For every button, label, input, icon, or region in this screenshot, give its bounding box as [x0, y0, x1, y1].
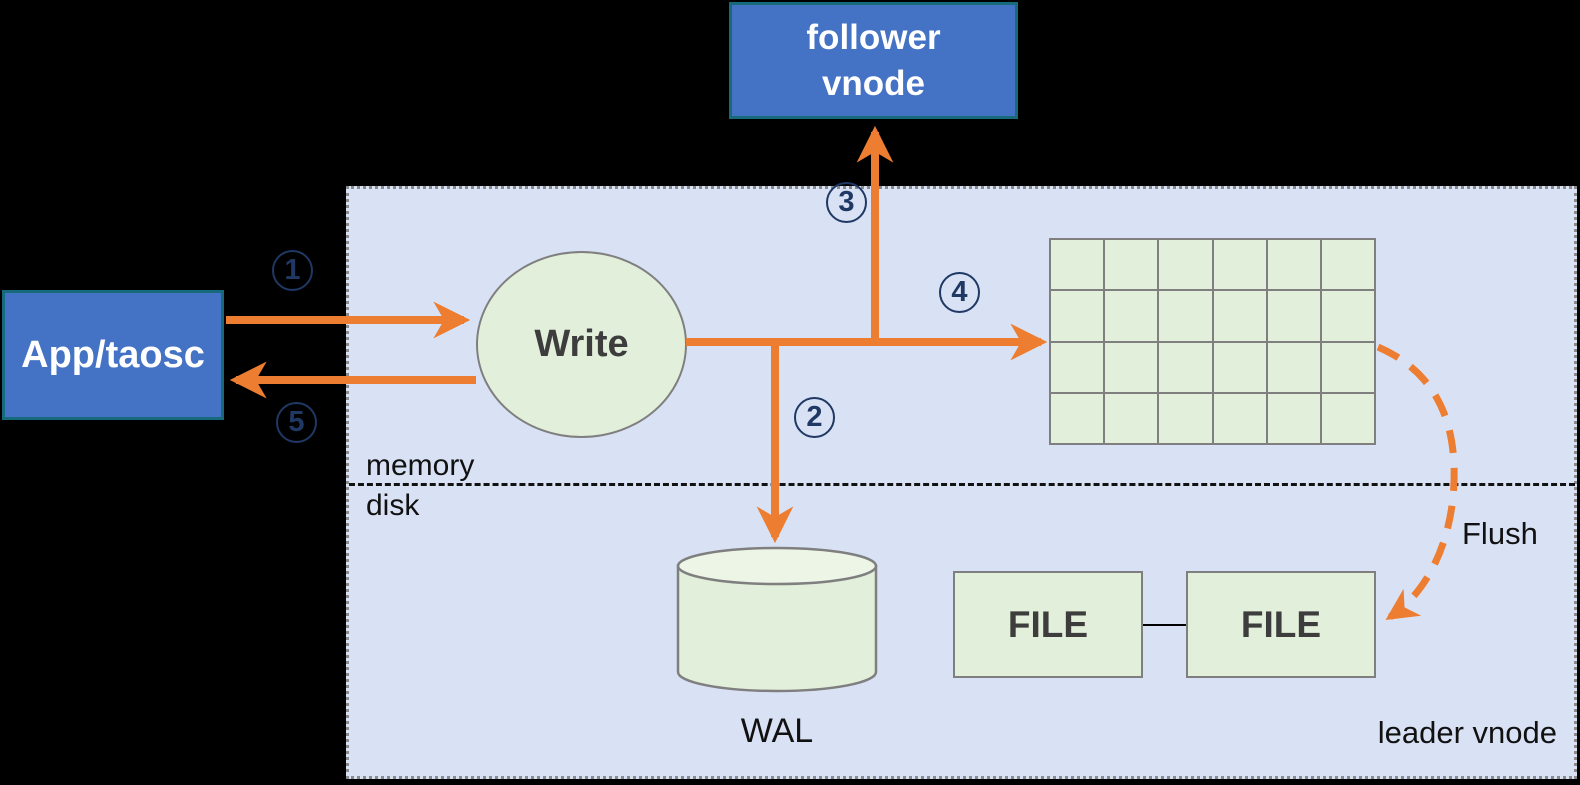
flush-label: Flush	[1462, 516, 1538, 551]
wal-cylinder-body	[676, 564, 878, 693]
wal-cylinder-top	[676, 546, 878, 586]
leader-vnode-label: leader vnode	[1377, 715, 1557, 750]
grid-cell	[1159, 342, 1212, 392]
grid-cell	[1105, 291, 1158, 341]
step-badge-2: 2	[794, 397, 835, 438]
disk-label: disk	[366, 489, 420, 522]
wal-cylinder	[676, 546, 878, 693]
app-taosc-box: App/taosc	[2, 290, 224, 420]
step-badge-5: 5	[276, 402, 317, 443]
step-badge-3: 3	[826, 182, 867, 223]
file-box-left: FILE	[953, 571, 1143, 678]
write-label: Write	[534, 323, 629, 365]
grid-cell	[1105, 393, 1158, 443]
memory-disk-divider	[349, 483, 1575, 486]
grid-cell	[1213, 291, 1266, 341]
file-left-label: FILE	[1007, 603, 1089, 645]
grid-cell	[1267, 291, 1320, 341]
follower-vnode-label-line2: vnode	[821, 63, 926, 103]
grid-cell	[1267, 342, 1320, 392]
grid-cell	[1051, 291, 1104, 341]
grid-cell	[1321, 240, 1374, 290]
follower-vnode-label-line1: follower	[806, 18, 941, 57]
grid-cell	[1213, 342, 1266, 392]
step-badge-4: 4	[939, 272, 980, 313]
grid-cell	[1051, 393, 1104, 443]
grid-cell	[1213, 240, 1266, 290]
grid-cell	[1267, 393, 1320, 443]
grid-cell	[1159, 393, 1212, 443]
mem-grid	[1049, 238, 1376, 445]
grid-cell	[1105, 342, 1158, 392]
grid-cell	[1321, 393, 1374, 443]
grid-cell	[1105, 240, 1158, 290]
app-taosc-label: App/taosc	[21, 333, 205, 376]
memory-label: memory	[366, 449, 475, 482]
file-box-right: FILE	[1186, 571, 1376, 678]
file-right-label: FILE	[1240, 603, 1322, 645]
grid-cell	[1051, 240, 1104, 290]
step-badge-1: 1	[272, 250, 313, 291]
follower-vnode-box: follower vnode	[729, 2, 1018, 119]
grid-cell	[1159, 240, 1212, 290]
grid-cell	[1321, 342, 1374, 392]
wal-label: WAL	[740, 712, 814, 750]
grid-cell	[1213, 393, 1266, 443]
file-connector-line	[1143, 624, 1186, 626]
write-node: Write	[476, 251, 687, 438]
grid-cell	[1267, 240, 1320, 290]
grid-cell	[1051, 342, 1104, 392]
grid-cell	[1321, 291, 1374, 341]
grid-cell	[1159, 291, 1212, 341]
